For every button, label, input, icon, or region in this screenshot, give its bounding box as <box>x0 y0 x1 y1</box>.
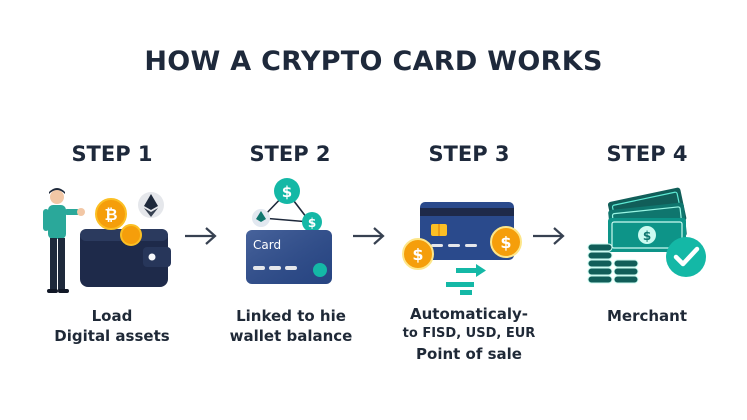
step-1-heading: STEP 1 <box>71 142 153 166</box>
svg-text:$: $ <box>500 233 511 252</box>
step-1-caption: Load Digital assets <box>27 306 197 346</box>
dollar-coin-icon: $ <box>274 178 300 204</box>
svg-text:$: $ <box>308 216 316 230</box>
ethereum-icon <box>138 192 164 218</box>
step-2-heading: STEP 2 <box>249 142 331 166</box>
checkmark-icon <box>666 237 706 277</box>
credit-card-icon: Card <box>246 230 332 284</box>
svg-text:$: $ <box>282 183 292 201</box>
caption-line: Load <box>91 307 133 325</box>
caption-line: Point of sale <box>416 345 522 363</box>
ethereum-icon <box>252 209 270 227</box>
step-1-illustration: ₿ <box>43 188 171 293</box>
card-label: Card <box>253 238 281 252</box>
caption-line: Linked to hie <box>236 307 346 325</box>
step-3-illustration: $ $ <box>402 202 522 295</box>
person-icon <box>43 188 85 293</box>
step-2-caption: Linked to hie wallet balance <box>206 306 376 346</box>
dollar-coin-icon: $ <box>490 226 522 258</box>
arrow-right-icon <box>533 227 565 245</box>
svg-text:$: $ <box>643 229 651 243</box>
caption-line: Merchant <box>606 307 688 325</box>
arrow-right-icon <box>185 227 217 245</box>
step-4-caption: Merchant <box>562 306 732 326</box>
step-4-heading: STEP 4 <box>606 142 688 166</box>
caption-line: wallet balance <box>229 327 353 345</box>
svg-text:$: $ <box>412 245 423 264</box>
page-title: HOW A CRYPTO CARD WORKS <box>144 46 603 77</box>
caption-line: Automaticaly- <box>410 305 528 323</box>
dollar-coin-icon: $ <box>302 212 322 232</box>
exchange-arrows-icon <box>446 264 486 295</box>
cash-stack-icon: $ <box>587 187 687 284</box>
step-4-illustration: $ <box>587 187 706 284</box>
caption-line: to FISD, USD, EUR <box>402 326 536 341</box>
arrow-right-icon <box>353 227 385 245</box>
dollar-coin-icon: $ <box>402 238 434 270</box>
bitcoin-coin-icon: ₿ <box>95 198 127 230</box>
step-2-illustration: $ $ Card <box>246 178 332 284</box>
step-3-heading: STEP 3 <box>428 142 510 166</box>
step-3-caption: Automaticaly- to FISD, USD, EUR Point of… <box>384 304 554 364</box>
svg-text:₿: ₿ <box>104 205 117 224</box>
caption-line: Digital assets <box>54 327 170 345</box>
wallet-icon <box>80 229 171 287</box>
